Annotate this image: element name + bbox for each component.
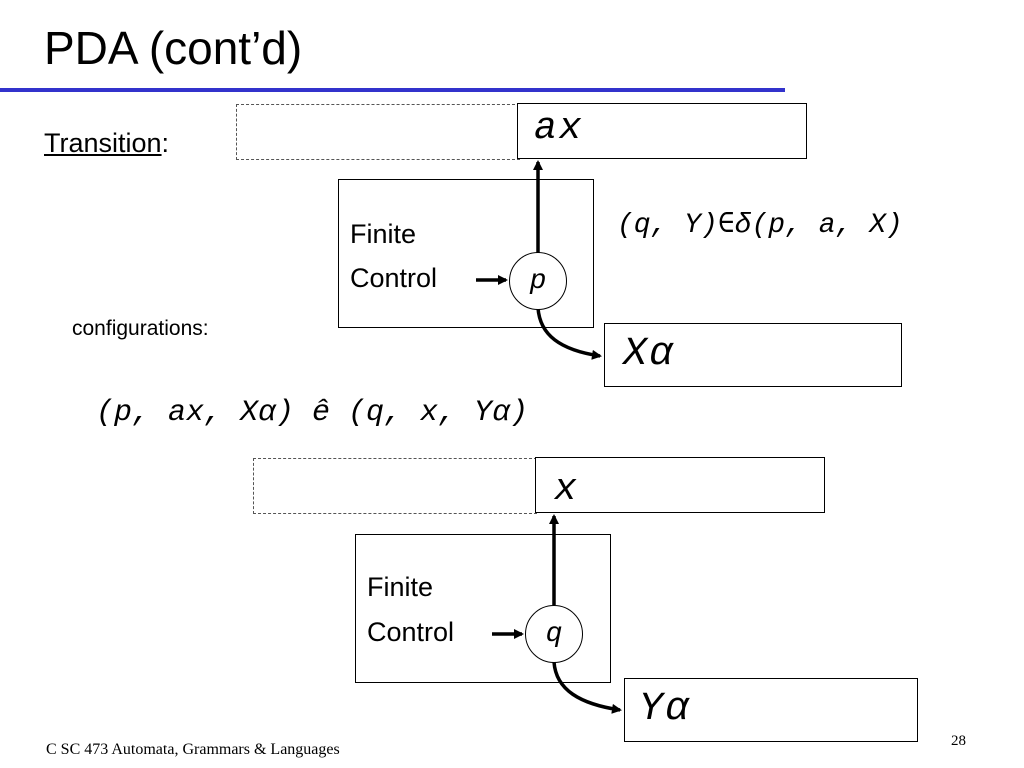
transition-formula: (q, Y)∈δ(p, a, X) [617,210,903,241]
bottom-state-q-circle: q [525,605,583,663]
bottom-stack-text: Yα [639,687,692,732]
bottom-control-label-line1: Finite [367,572,434,602]
bottom-tape-consumed-cell [253,458,537,514]
bottom-stack-cell: Yα [624,678,918,742]
transition-colon: : [161,128,170,158]
configurations-label: configurations: [72,317,209,340]
top-tape-text: ax [534,107,584,150]
bottom-control-label-line2: Control [367,617,455,647]
top-tape-input-cell: ax [517,103,807,159]
page-number: 28 [951,733,966,749]
title-underline-rule [0,88,785,92]
move-relation: (p, ax, Xα) ê (q, x, Yα) [96,396,529,430]
bottom-state-to-stack-arrow [552,661,622,714]
top-stack-text: Xα [623,332,676,377]
footer-course-title: C SC 473 Automata, Grammars & Languages [46,741,340,758]
top-control-label-line1: Finite [350,219,417,249]
top-tape-consumed-cell [236,104,520,160]
transition-label: Transition [44,128,162,158]
top-stack-cell: Xα [604,323,902,387]
bottom-tape-input-cell: x [535,457,825,513]
top-state-p-label: p [529,265,547,297]
top-state-p-circle: p [509,252,567,310]
slide-title: PDA (cont’d) [44,22,303,74]
bottom-tape-text: x [554,468,579,511]
top-state-to-stack-arrow [536,307,602,360]
transition-heading: Transition: [44,125,169,161]
bottom-state-q-label: q [545,618,563,650]
top-control-label-line2: Control [350,263,438,293]
